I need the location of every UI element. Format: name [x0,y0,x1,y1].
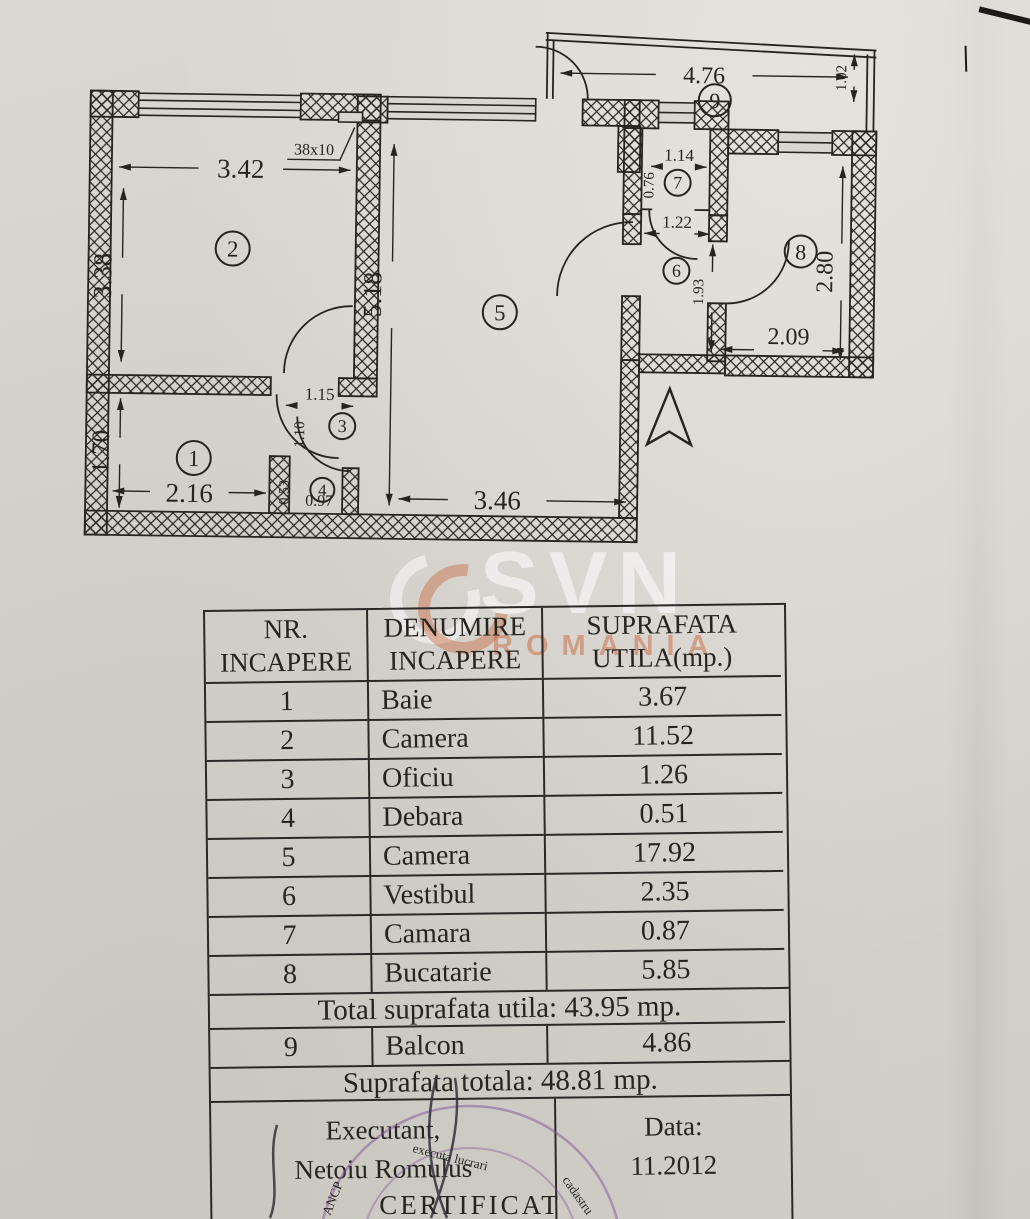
executant-name: Netoiu Romulus [294,1152,473,1185]
header-nr-incapere: NR.INCAPERE [219,613,353,678]
svg-text:9: 9 [709,88,720,113]
svg-text:4: 4 [318,481,327,500]
dim-vestibul-height: 1.93 [691,279,707,305]
svg-text:3: 3 [338,416,347,436]
floor-plan-drawing: 2 1 3 4 5 6 7 8 9 [83,6,1030,544]
cell-name: Camera [368,833,545,875]
data-label: Data: [643,1110,703,1142]
room-label-7: 7 [663,168,692,197]
cell-area: 3.67 [541,674,782,717]
exterior-and-interior-walls [83,89,878,544]
dim-room8-height: 2.80 [812,251,839,293]
dim-room7-depth: 0.76 [641,172,657,199]
agency-watermark: SVN ROMANIA [372,533,768,678]
dim-room7-width: 1.14 [664,146,695,165]
dim-room5-height: 5.18 [358,272,388,318]
cell-nr: 1 [205,680,368,721]
watermark-brand-text: SVN [480,533,691,632]
dim-room1-width: 2.16 [165,478,213,509]
dim-room1-height: 1.70 [88,430,116,474]
svg-text:5: 5 [494,300,506,325]
windows [137,92,834,154]
balcony-railing [545,31,877,133]
cell-name: Debara [368,794,544,836]
cell-name: Baie [366,677,543,720]
cell-area: 5.85 [545,947,785,990]
room-label-4: 4 [309,476,336,503]
svg-text:2: 2 [227,236,239,261]
room-label-1: 1 [175,440,212,477]
cell-name: Camera [367,716,543,758]
room-label-3: 3 [328,412,357,441]
dim-room8-width: 2.09 [767,324,809,351]
cell-nr: 6 [208,874,370,916]
dim-vestibul-width: 1.22 [662,213,692,232]
cell-nr: 8 [209,952,371,994]
cell-name: Vestibul [369,872,545,914]
cell-area: 17.92 [543,830,784,873]
dim-room4-width: 0.97 [305,493,333,510]
dimension-lines [112,54,858,508]
north-arrow-icon [644,385,694,448]
cell-area: 0.51 [543,791,783,834]
svg-text:7: 7 [673,173,682,193]
cell-nr: 3 [206,757,369,799]
watermark-country-text: ROMANIA [492,630,722,662]
data-value: 11.2012 [630,1149,718,1181]
cell-area: 11.52 [542,713,782,756]
cell-nr: 5 [207,835,370,877]
dim-room5-width: 3.46 [473,485,521,516]
executant-label: Executant, [325,1114,441,1146]
cell-name: Balcon [371,1023,547,1065]
cell-area: 1.26 [542,752,783,795]
dim-room3-width: 1.15 [305,385,335,404]
room-label-9: 9 [697,83,732,118]
door-arcs [275,45,790,473]
executant-cell: Executant, Netoiu Romulus [211,1099,556,1219]
room-label-2: 2 [214,230,251,267]
cell-area: 2.35 [544,869,784,912]
dim-balcony-depth: 1.02 [834,65,850,91]
room-label-8: 8 [783,234,818,269]
beam-38x10 [337,111,364,124]
cell-area: 0.87 [544,908,785,951]
dim-room2-width: 3.42 [217,153,265,184]
cell-nr: 2 [206,719,368,760]
scan-artifacts [964,6,1030,72]
cell-nr: 4 [207,796,369,838]
cell-nr: 9 [210,1025,372,1067]
cell-nr: 7 [208,913,371,955]
cell-name: Bucatarie [370,950,546,992]
dim-balcony-width: 4.76 [683,63,725,90]
data-cell: Data: 11.2012 [553,1095,792,1219]
dim-room3-height: 1.10 [292,421,308,447]
svg-text:8: 8 [795,239,806,264]
cell-area: 4.86 [546,1020,786,1063]
dim-room2-height: 3.38 [88,253,118,299]
room-label-6: 6 [662,256,691,285]
svg-text:6: 6 [672,261,681,281]
room-labels: 2 1 3 4 5 6 7 8 9 [175,83,818,503]
beam-size-label: 38x10 [294,141,334,159]
cell-name: Camara [369,911,546,953]
cell-name: Oficiu [367,755,544,797]
room-label-5: 5 [481,294,518,331]
svg-text:1: 1 [188,446,200,471]
dim-room4-height: 0.53 [277,480,292,505]
signature-row: Executant, Netoiu Romulus Data: 11.2012 [210,1093,792,1219]
dimension-texts: 3.42 3.38 1.70 2.16 5.18 3.46 4.76 1.02 … [88,63,851,516]
